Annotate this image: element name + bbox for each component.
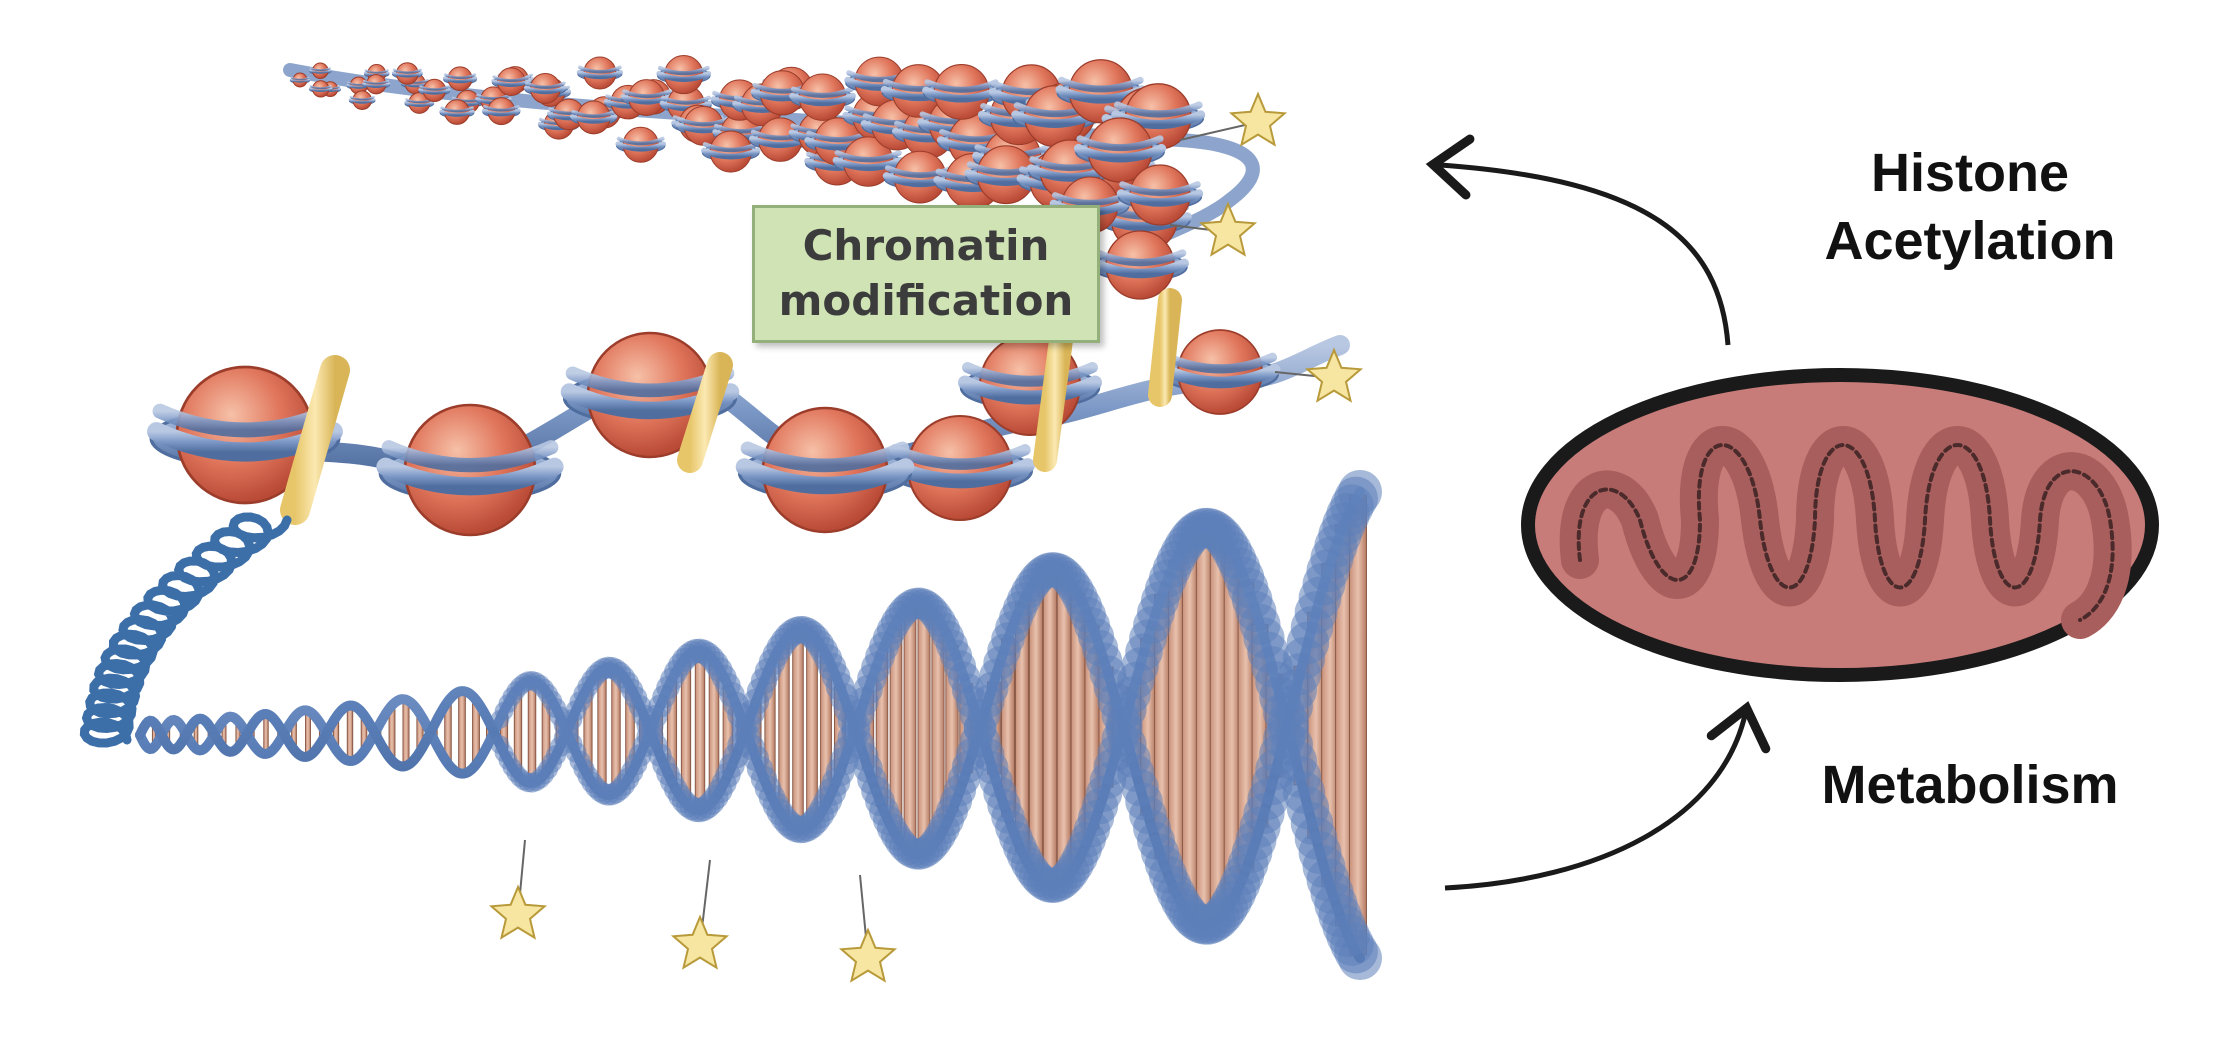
base-pair [1209, 531, 1227, 921]
base-pair [1195, 527, 1213, 926]
dna-helix-icon [135, 469, 1382, 981]
linker-histone [280, 355, 350, 525]
histone-acetylation-label: Histone Acetylation [1824, 143, 2116, 271]
base-pair [263, 713, 269, 755]
nucleosome-icon [701, 130, 761, 173]
linker-histone [677, 352, 733, 473]
nucleosome-icon [439, 99, 475, 125]
base-pair [346, 705, 354, 762]
acetyl-star-icon [670, 859, 730, 970]
nucleosome-icon [675, 105, 732, 146]
acetyl-star-icon [1274, 347, 1364, 403]
acetyl-marks [488, 91, 1364, 983]
nucleosome-icon [735, 406, 915, 534]
nucleosome-icon [922, 63, 1001, 120]
nucleosome-icon [362, 74, 390, 95]
base-pair [694, 650, 706, 811]
nucleosome-icon [1073, 117, 1167, 183]
mitochondrion-icon [1521, 368, 2159, 682]
nucleosome-icon [1116, 164, 1204, 226]
acetyl-star-icon [1179, 91, 1288, 147]
nucleosome-icon [491, 67, 532, 96]
nucleosome-icon [391, 62, 423, 85]
base-pair [792, 629, 804, 830]
nucleosome-icon [789, 73, 856, 121]
base-pair [597, 669, 607, 794]
base-pair [527, 680, 537, 784]
condensed-chromatin [283, 55, 1260, 300]
chromatin-modification-label: Chromatin modification [752, 205, 1100, 343]
nucleosome-icon [570, 100, 618, 135]
base-pair [1042, 569, 1058, 886]
base-pair [458, 690, 466, 775]
nucleosome-icon [1091, 230, 1189, 300]
nucleosome-icon [418, 78, 451, 102]
nucleosome-icon [442, 66, 478, 92]
metabolism-label: Metabolism [1821, 755, 2119, 815]
base-pair [1181, 536, 1199, 917]
nucleosome-icon [482, 97, 521, 126]
nucleosome-icon [620, 79, 673, 117]
base-pair [903, 605, 917, 853]
nucleosome-icon [348, 90, 376, 110]
nucleosome-icon [309, 80, 333, 98]
nucleosome-icon [615, 126, 667, 163]
acetyl-star-icon [488, 839, 548, 940]
linker-histone [1148, 288, 1182, 407]
base-pair [402, 699, 410, 767]
nucleosome-chain [147, 288, 1350, 537]
nucleosome-icon [656, 55, 712, 95]
nucleosome-icon [376, 403, 564, 537]
base-pair [1056, 573, 1072, 882]
base-pair [917, 603, 931, 854]
acetyl-star-icon [1169, 201, 1258, 257]
nucleosome-icon [523, 73, 567, 104]
arrow-icon [1425, 134, 1731, 346]
nucleosome-icon [289, 72, 311, 88]
nucleosome-icon [576, 56, 623, 90]
coiled-dna [79, 512, 292, 748]
nucleosome-icon [1159, 329, 1281, 415]
arrow-icon [1444, 701, 1771, 891]
nucleosome-icon [404, 92, 435, 114]
acetyl-star-icon [838, 874, 898, 983]
nucleosome-icon [309, 62, 332, 80]
